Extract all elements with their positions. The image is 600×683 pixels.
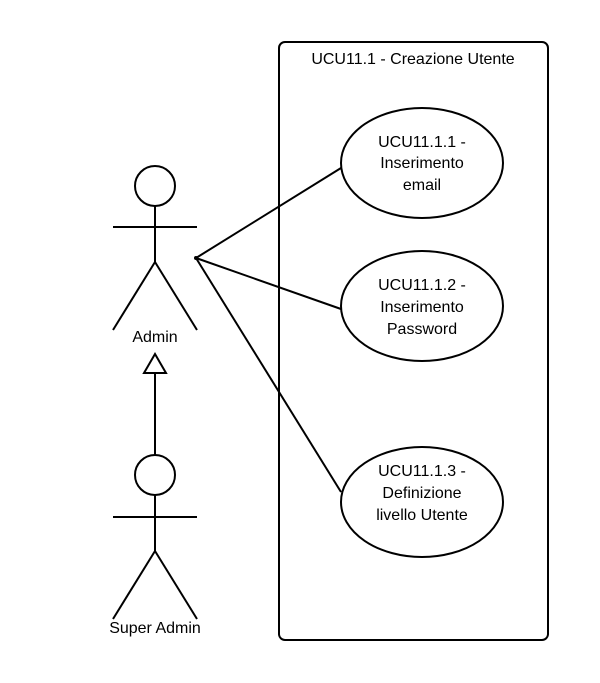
actor-super-admin-label: Super Admin — [109, 620, 201, 637]
association-admin-uc2 — [195, 257, 342, 310]
use-case-1-line-1: UCU11.1.1 - — [378, 134, 466, 151]
super-admin-right-leg — [154, 550, 198, 620]
use-case-2-line-2: Inserimento — [380, 299, 464, 316]
association-origin-dot — [194, 256, 198, 260]
associations — [195, 167, 342, 493]
use-case-1-ellipse — [340, 107, 504, 219]
use-case-3-line-2: Definizione — [382, 485, 461, 502]
use-case-3-line-1: UCU11.1.3 - — [378, 463, 466, 480]
use-case-3-line-3: livello Utente — [376, 507, 468, 524]
generalization-triangle-icon — [142, 352, 168, 374]
use-case-2-line-1: UCU11.1.2 - — [378, 277, 466, 294]
super-admin-left-leg — [112, 550, 156, 620]
system-boundary: UCU11.1 - Creazione Utente — [278, 41, 549, 641]
admin-head — [134, 165, 176, 207]
use-case-2: UCU11.1.2 - Inserimento Password — [340, 250, 504, 362]
association-admin-uc3 — [195, 257, 342, 493]
association-admin-uc1 — [195, 167, 342, 259]
use-case-1: UCU11.1.1 - Inserimento email — [340, 107, 504, 219]
use-case-3-ellipse — [340, 446, 504, 558]
use-case-2-line-3: Password — [387, 321, 457, 338]
actor-admin-label: Admin — [132, 329, 177, 346]
use-case-1-line-3: email — [403, 177, 441, 194]
use-case-2-ellipse — [340, 250, 504, 362]
use-case-3: UCU11.1.3 - Definizione livello Utente — [340, 446, 504, 558]
super-admin-head — [134, 454, 176, 496]
actor-super-admin — [112, 454, 198, 620]
actor-admin — [112, 165, 198, 331]
system-boundary-box — [278, 41, 549, 641]
admin-right-leg — [154, 261, 198, 331]
system-title: UCU11.1 - Creazione Utente — [311, 51, 514, 68]
use-case-1-line-2: Inserimento — [380, 155, 464, 172]
admin-left-leg — [112, 261, 156, 331]
generalization-arrow — [142, 352, 168, 455]
